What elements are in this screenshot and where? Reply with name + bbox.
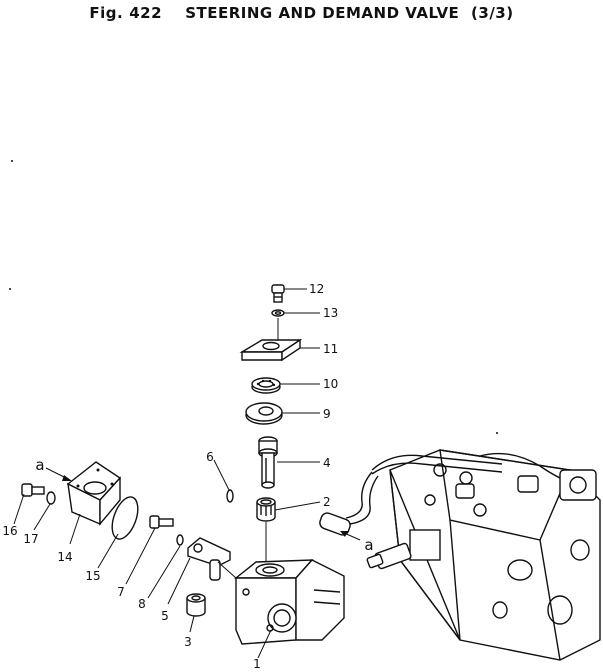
fig-page: (3/3): [471, 4, 514, 22]
part-14-cover: [66, 461, 122, 526]
ref-a-left: a: [35, 456, 44, 474]
part-5-lever: [187, 537, 237, 581]
part-15-o-ring: [111, 496, 139, 540]
part-1-housing: [234, 559, 345, 645]
part-6-o-ring: [226, 489, 234, 503]
callout-15: 15: [85, 569, 100, 583]
callout-17: 17: [23, 532, 38, 546]
callout-3: 3: [184, 635, 192, 649]
callout-4: 4: [323, 456, 331, 470]
callout-6: 6: [206, 450, 214, 464]
fig-number: 422: [129, 4, 163, 22]
part-12-bolt: [271, 284, 285, 303]
callout-7: 7: [117, 585, 125, 599]
callout-11: 11: [323, 342, 338, 356]
part-17-washer: [46, 491, 56, 505]
callout-5: 5: [161, 609, 169, 623]
part-11-plate: [239, 338, 303, 362]
figure-title: Fig. 422 STEERING AND DEMAND VALVE (3/3): [0, 4, 603, 22]
callout-9: 9: [323, 407, 331, 421]
valve-assembly: [319, 449, 601, 661]
callout-12: 12: [309, 282, 324, 296]
fig-prefix: Fig.: [89, 4, 124, 22]
part-4-shaft: [258, 436, 278, 489]
part-7-bolt: [149, 515, 174, 529]
part-9-seal: [245, 402, 283, 425]
fig-name: STEERING AND DEMAND VALVE: [185, 4, 460, 22]
callout-2: 2: [323, 495, 331, 509]
callout-13: 13: [323, 306, 338, 320]
callout-16: 16: [2, 524, 17, 538]
callout-10: 10: [323, 377, 338, 391]
part-3-bushing: [186, 593, 206, 617]
ref-a-right: a: [364, 536, 373, 554]
callout-14: 14: [57, 550, 72, 564]
part-8-washer: [176, 534, 184, 546]
callout-8: 8: [138, 597, 146, 611]
callout-1: 1: [253, 657, 261, 671]
part-2-bearing: [256, 497, 276, 522]
part-10-bearing: [251, 377, 281, 394]
part-13-washer: [271, 309, 285, 317]
part-16-bolt: [21, 483, 45, 497]
